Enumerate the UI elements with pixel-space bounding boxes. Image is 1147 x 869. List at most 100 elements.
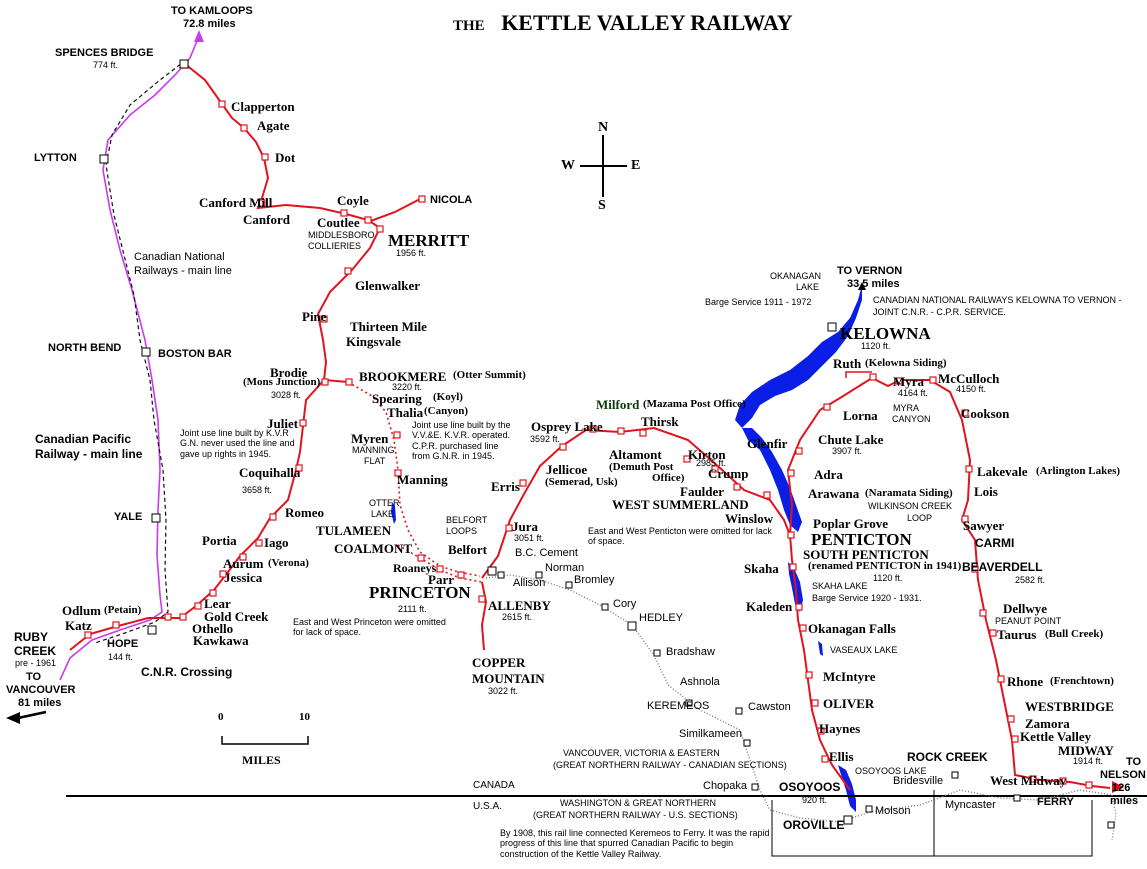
dest-vernon-1: TO VERNON [837,265,903,277]
elev-osoyoos: 920 ft. [802,795,828,805]
station-juliet: Juliet [267,416,299,431]
station-bradshaw: Bradshaw [666,646,715,658]
station-brodie-alt: (Mons Junction) [243,376,321,388]
station-brookmere: BROOKMERE [359,369,447,384]
note-vve-sections-2: (GREAT NORTHERN RAILWAY - CANADIAN SECTI… [553,760,787,770]
station-myren: Myren [351,431,389,446]
station-myncaster: Myncaster [945,799,996,811]
arrow-vancouver-shaft [17,710,47,720]
station-bridesville: Bridesville [893,775,944,787]
label-manning-flat-2: FLAT [364,456,386,466]
okanagan-lake-south [742,428,802,532]
station-ruth: Ruth [833,356,862,371]
arrow-kamloops [194,30,204,42]
note-cn-main-1: Canadian National [134,251,225,263]
station-thirsk: Thirsk [641,414,679,429]
station-glenwalker: Glenwalker [355,278,420,293]
elev-beaverdell: 2582 ft. [1015,575,1046,585]
station-carmi: CARMI [975,536,1015,550]
elev-jura: 3051 ft. [514,533,545,543]
note-box [771,800,1093,857]
station-coalmont: COALMONT [334,541,412,556]
station-mcintyre: McIntyre [823,669,876,684]
station-brodie: Brodie [270,365,308,380]
station-kelowna: KELOWNA [840,324,931,343]
otter-lake [391,502,396,524]
station-glenfir: Glenfir [747,436,788,451]
label-wilkinson-1: WILKINSON CREEK [868,501,953,511]
elev-allenby: 2615 ft. [502,612,533,622]
station-faulder: Faulder [680,484,725,499]
label-wilkinson-2: LOOP [907,513,933,523]
kvr-coquihalla [69,379,325,651]
station-coyle: Coyle [337,193,369,208]
scale-unit: MILES [242,753,281,767]
station-taurus-alt: (Bull Creek) [1045,628,1104,640]
dest-kamloops-1: TO KAMLOOPS [171,5,253,17]
station-thirteen-mile: Thirteen Mile [350,319,427,334]
station-osprey-lake: Osprey Lake [531,419,603,434]
station-crump: Crump [708,466,749,481]
station-gold-creek: Gold Creek [204,609,269,624]
station-arawana-alt: (Naramata Siding) [865,487,953,499]
station-milford: Milford [596,397,640,412]
station-rhone: Rhone [1007,674,1044,689]
station-rhone-alt: (Frenchtown) [1050,675,1114,687]
station-spences-bridge: SPENCES BRIDGE [55,47,154,59]
station-west-midway: West Midway [990,773,1067,788]
label-skaha-lake: SKAHA LAKE [812,581,868,591]
label-manning-flat-1: MANNING [352,445,395,455]
arrow-nelson [1112,781,1124,793]
label-vaseaux-lake: VASEAUX LAKE [830,645,898,655]
station-coutlee: Coutlee [317,215,360,230]
dest-nelson-1: TO [1126,756,1142,768]
station-beaverdell: BEAVERDELL [962,560,1043,574]
note-ruby-creek: pre - 1961 [15,658,57,668]
label-belfort-loops-1: BELFORT [446,515,488,525]
station-haynes: Haynes [819,721,861,736]
station-kaleden: Kaleden [746,599,793,614]
station-jura: Jura [512,519,538,534]
station-ellis: Ellis [829,749,854,764]
dest-vernon-2: 33.5 miles [847,278,900,290]
station-altamont-alt-2: Office) [652,472,685,484]
elev-spences-bridge: 774 ft. [93,60,119,70]
kvr-brookmere-princeton [347,381,481,577]
station-odlum-alt: (Petain) [104,604,142,616]
note-cp-main-1: Canadian Pacific [35,432,132,446]
scale-bar [221,736,309,745]
station-myra: Myra [893,374,925,389]
station-westbridge: WESTBRIDGE [1025,699,1114,714]
station-chute-lake: Chute Lake [818,432,884,447]
station-mcculloch: McCulloch [938,371,1000,386]
dest-nelson-4: miles [1110,795,1139,807]
station-milford-alt: (Mazama Post Office) [643,398,746,410]
title-main: KETTLE VALLEY RAILWAY [501,10,793,35]
note-cnr-2: JOINT C.N.R. - C.P.R. SERVICE. [873,307,1007,317]
kvr-penticton-midway [786,376,1111,789]
station-markers [84,61,1093,789]
station-ruby-creek-1: RUBY [14,630,49,644]
station-coquihalla: Coquihalla [239,465,301,480]
station-lois: Lois [974,484,998,499]
station-ashnola: Ashnola [680,676,720,688]
station-pine: Pine [302,309,327,324]
station-kirton: Kirton [688,447,726,462]
station-yale: YALE [114,511,143,523]
station-erris: Erris [491,479,520,494]
note-princeton-omit: East and West Princeton were omitted for… [293,617,446,638]
station-lytton: LYTTON [34,152,77,164]
note-cnr-1: CANADIAN NATIONAL RAILWAYS KELOWNA TO VE… [873,295,1122,305]
station-osoyoos: OSOYOOS [779,780,841,794]
label-cnr-crossing: C.N.R. Crossing [141,665,233,679]
station-bc-cement: B.C. Cement [515,547,578,559]
elev-hope: 144 ft. [108,652,134,662]
elev-south-penticton: 1120 ft. [873,573,903,583]
note-vve-sections-1: VANCOUVER, VICTORIA & EASTERN [563,748,720,758]
label-okanagan-lake-1: OKANAGAN [770,271,822,281]
station-similkameen: Similkameen [679,728,742,740]
station-nicola: NICOLA [430,194,473,206]
station-taurus: Taurus [997,627,1037,642]
kvr-copper-mountain [480,581,488,651]
